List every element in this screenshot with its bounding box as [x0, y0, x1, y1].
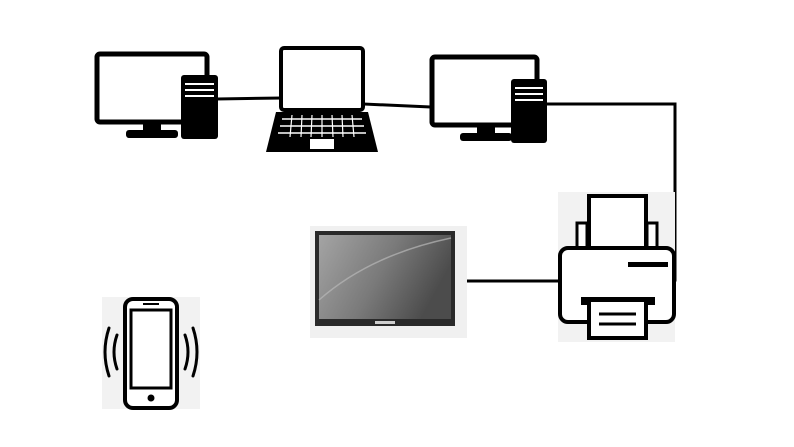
- desktop-computer-icon: [429, 54, 547, 143]
- tv-monitor-icon: [310, 226, 467, 338]
- printer-icon: [558, 192, 676, 342]
- desktop-computer-icon: [94, 51, 218, 139]
- connection-desktop-left-laptop: [215, 96, 283, 101]
- laptop-icon: [266, 46, 378, 152]
- connection-laptop-desktop-right: [361, 102, 434, 109]
- smartphone-vibrating-icon: [102, 297, 200, 410]
